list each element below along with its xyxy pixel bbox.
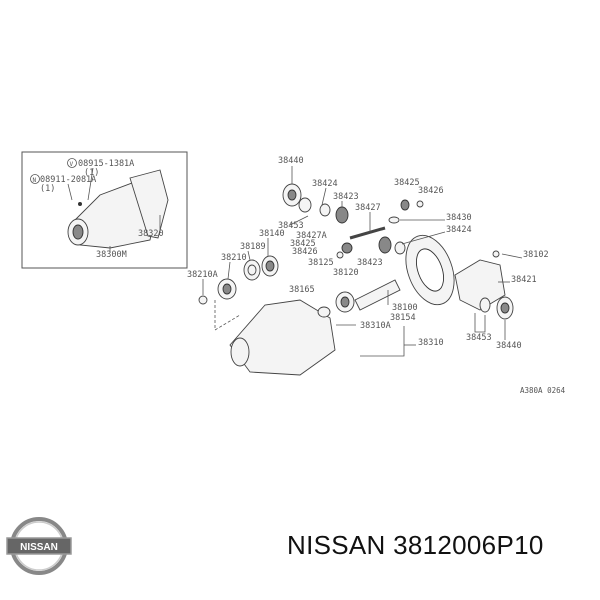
label-38424-b: 38424 (446, 225, 472, 235)
label-38102: 38102 (523, 250, 549, 260)
label-38310: 38310 (418, 338, 444, 348)
label-38154: 38154 (390, 313, 416, 323)
part-labels: 38440 38424 38423 38427 38425 38426 3843… (187, 156, 566, 395)
label-38425: 38425 (394, 178, 420, 188)
label-38427A: 38427A (296, 231, 327, 241)
part-number-caption: NISSAN 3812006P10 (287, 530, 544, 560)
diagram-code: A380A 0264 (520, 386, 566, 395)
carrier-housing-drawing (67, 169, 169, 249)
label-38426-b: 38426 (292, 247, 318, 257)
label-38165: 38165 (289, 285, 315, 295)
assembly-label: 38300M (96, 250, 127, 260)
inset-frame (21, 151, 188, 269)
label-38100: 38100 (392, 303, 418, 313)
leader-lines (202, 166, 523, 357)
label-38210: 38210 (221, 253, 247, 263)
bolt1-qty: (1) (84, 168, 99, 178)
label-38310A: 38310A (360, 321, 391, 331)
bolt2-marker: N (33, 177, 37, 184)
label-38424: 38424 (312, 179, 338, 189)
label-38125: 38125 (308, 258, 334, 268)
label-38210A: 38210A (187, 270, 218, 280)
inset-assembly: V 08915-1381A (1) N 08911-2081A (1) 3832… (21, 151, 188, 269)
label-38453-b: 38453 (466, 333, 492, 343)
label-38430: 38430 (446, 213, 472, 223)
label-38426: 38426 (418, 186, 444, 196)
label-38423-b: 38423 (357, 258, 383, 268)
carrier-housing (229, 299, 336, 376)
bolt1-marker: V (70, 161, 74, 168)
label-38440-b: 38440 (496, 341, 522, 351)
bolt2-code: 08911-2081A (40, 175, 96, 185)
logo-text: NISSAN (20, 542, 58, 553)
nissan-logo: NISSAN (6, 517, 72, 575)
gasket-label: 38320 (138, 229, 164, 239)
label-38453: 38453 (278, 221, 304, 231)
label-38425-b: 38425 (290, 239, 316, 249)
label-38189: 38189 (240, 242, 266, 252)
label-38440: 38440 (278, 156, 304, 166)
bolt2-qty: (1) (40, 184, 55, 194)
label-38140: 38140 (259, 229, 285, 239)
bolt1-code: 08915-1381A (78, 159, 134, 169)
exploded-parts (198, 183, 514, 376)
label-38427: 38427 (355, 203, 381, 213)
label-38120: 38120 (333, 268, 359, 278)
label-38421: 38421 (511, 275, 537, 285)
label-38423: 38423 (333, 192, 359, 202)
